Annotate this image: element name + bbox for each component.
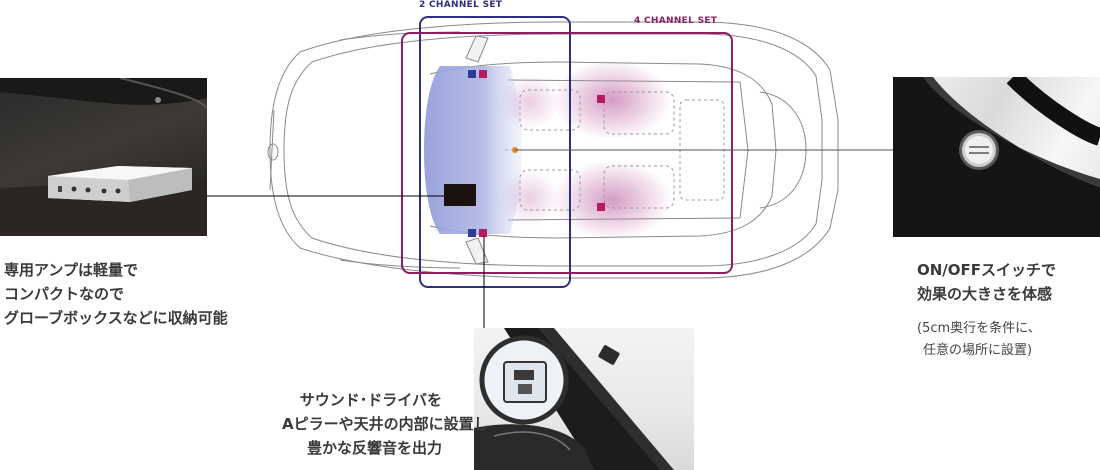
pillar-caption-line-3: 豊かな反響音を出力 — [306, 439, 442, 457]
front-sound-zone-bottom — [500, 170, 560, 226]
rear-sound-zone-top — [552, 60, 672, 140]
rear-sound-zone-bottom — [552, 160, 672, 240]
speaker-front-left-pink — [479, 70, 487, 78]
pillar-caption-line-1: サウンド･ドライバを — [299, 391, 442, 409]
two-channel-frame — [419, 16, 571, 288]
amp-caption-line-2: コンパクトなので — [4, 285, 125, 303]
pillar-caption-line-2: Aピラーや天井の内部に設置し — [282, 415, 489, 433]
amp-caption-line-1: 専用アンプは軽量で — [4, 261, 138, 279]
switch-caption-line-1: ON/OFFスイッチで — [917, 261, 1057, 279]
mirror-bottom — [465, 237, 489, 265]
speaker-rear-right — [597, 203, 605, 211]
four-channel-frame — [401, 32, 733, 274]
amp-caption: 専用アンプは軽量で コンパクトなので グローブボックスなどに収納可能 — [4, 258, 228, 330]
switch-photo — [893, 77, 1100, 237]
front-sound-zone-top — [500, 74, 560, 130]
four-channel-label: 4 CHANNEL SET — [634, 16, 718, 26]
switch-caption: ON/OFFスイッチで 効果の大きさを体感 — [917, 258, 1056, 306]
pillar-caption: サウンド･ドライバを Aピラーや天井の内部に設置し 豊かな反響音を出力 — [282, 388, 489, 460]
switch-caption-line-2: 効果の大きさを体感 — [917, 285, 1053, 303]
a-pillar-photo — [474, 328, 694, 470]
switch-note-line-2: 任意の場所に設置) — [923, 343, 1033, 358]
speaker-front-right-pink — [479, 229, 487, 237]
speaker-front-right-blue — [468, 229, 476, 237]
mirror-top — [465, 35, 489, 63]
two-channel-label: 2 CHANNEL SET — [419, 0, 503, 10]
amplifier-photo — [0, 78, 207, 236]
amp-block — [444, 184, 476, 206]
speaker-rear-left — [597, 95, 605, 103]
speaker-front-left-blue — [468, 70, 476, 78]
switch-note: (5cm奥行を条件に、 任意の場所に設置) — [917, 318, 1041, 362]
amp-caption-line-3: グローブボックスなどに収納可能 — [4, 309, 228, 327]
switch-note-line-1: (5cm奥行を条件に、 — [917, 321, 1041, 336]
